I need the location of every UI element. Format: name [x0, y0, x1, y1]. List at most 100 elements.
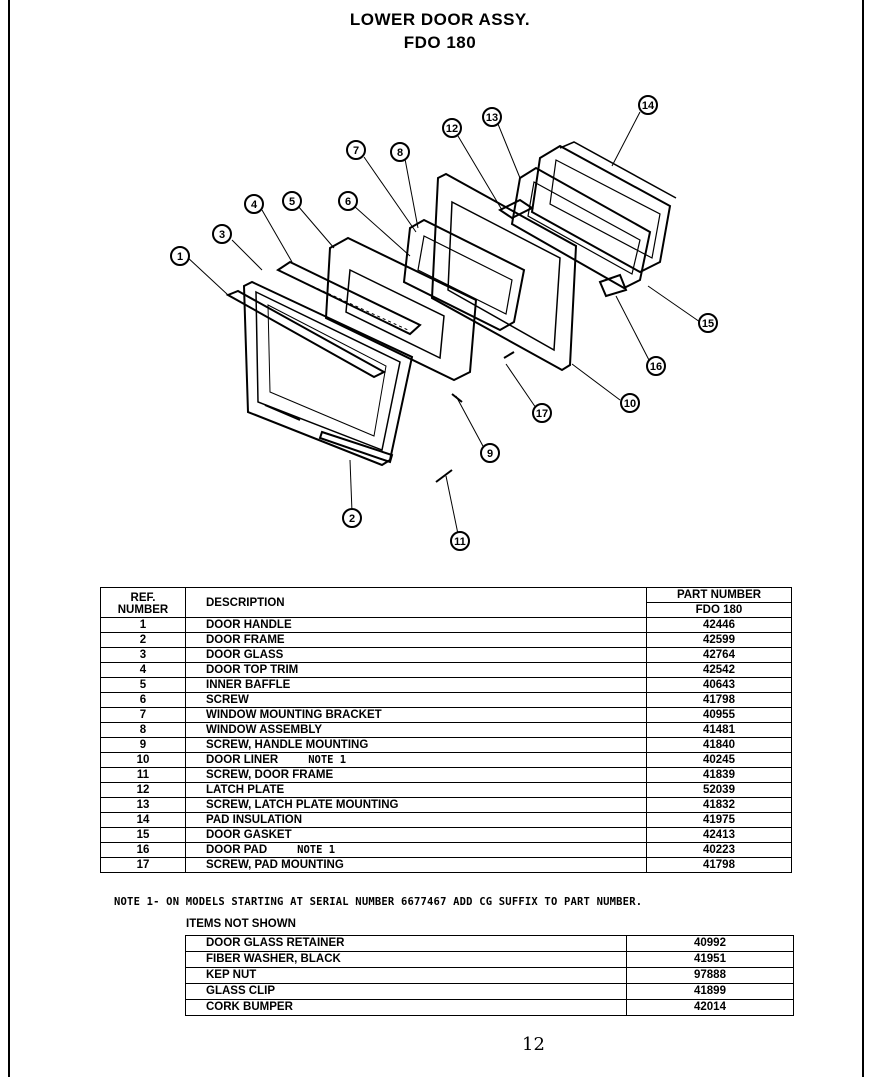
callout-6: 6 — [338, 191, 358, 211]
part-number-cell: 42599 — [646, 632, 792, 648]
description-text: PAD INSULATION — [206, 814, 303, 826]
row-note: NOTE 1 — [297, 844, 336, 856]
ref-cell: 9 — [100, 737, 186, 753]
description-text: DOOR HANDLE — [206, 619, 292, 631]
description-text: SCREW, PAD MOUNTING — [206, 859, 344, 871]
description-cell: INNER BAFFLE — [185, 677, 647, 693]
callout-label: 1 — [177, 251, 183, 263]
ref-number-header: REF. NUMBER — [100, 587, 186, 618]
number-header-label: NUMBER — [117, 603, 169, 616]
description-cell: DOOR GASKET — [185, 827, 647, 843]
part-number-cell: 41975 — [646, 812, 792, 828]
description-text: INNER BAFFLE — [206, 679, 291, 691]
part-number-cell: 42413 — [646, 827, 792, 843]
callout-13: 13 — [482, 107, 502, 127]
callout-label: 9 — [487, 448, 493, 460]
item-description-cell: CORK BUMPER — [185, 999, 627, 1016]
description-cell: SCREW — [185, 692, 647, 708]
callout-16: 16 — [646, 356, 666, 376]
item-part-number-cell: 40992 — [626, 935, 794, 952]
ref-cell: 17 — [100, 857, 186, 873]
callout-4: 4 — [244, 194, 264, 214]
description-text: SCREW — [206, 694, 249, 706]
serial-note: NOTE 1- ON MODELS STARTING AT SERIAL NUM… — [114, 896, 643, 908]
description-text: DOOR LINER — [206, 754, 279, 766]
table-row: 14 PAD INSULATION 41975 — [100, 812, 792, 828]
ref-cell: 6 — [100, 692, 186, 708]
item-description-cell: DOOR GLASS RETAINER — [185, 935, 627, 952]
ref-cell: 15 — [100, 827, 186, 843]
callout-11: 11 — [450, 531, 470, 551]
model-column-header: FDO 180 — [646, 602, 792, 618]
part-number-cell: 42446 — [646, 617, 792, 633]
ref-cell: 2 — [100, 632, 186, 648]
callout-label: 11 — [454, 536, 466, 548]
description-text: DOOR TOP TRIM — [206, 664, 299, 676]
part-number-cell: 41481 — [646, 722, 792, 738]
description-text: DOOR FRAME — [206, 634, 285, 646]
description-text: LATCH PLATE — [206, 784, 285, 796]
door-top-trim-shape — [275, 260, 422, 336]
part-number-cell: 40643 — [646, 677, 792, 693]
description-text: DOOR GASKET — [206, 829, 292, 841]
table-row: 15 DOOR GASKET 42413 — [100, 827, 792, 843]
model-title: FDO 180 — [403, 33, 477, 52]
callout-9: 9 — [480, 443, 500, 463]
ref-cell: 7 — [100, 707, 186, 723]
callout-15: 15 — [698, 313, 718, 333]
callout-label: 14 — [642, 100, 655, 112]
items-not-shown-heading: ITEMS NOT SHOWN — [186, 918, 296, 930]
description-cell: SCREW, LATCH PLATE MOUNTING — [185, 797, 647, 813]
page-title: LOWER DOOR ASSY. — [349, 10, 531, 29]
callout-3: 3 — [212, 224, 232, 244]
door-gasket-shape — [530, 144, 672, 274]
door-liner-shape — [430, 172, 578, 372]
parts-table-header-row-1: REF. NUMBER DESCRIPTION PART NUMBER — [100, 587, 792, 618]
item-description-cell: FIBER WASHER, BLACK — [185, 951, 627, 968]
description-text: WINDOW ASSEMBLY — [206, 724, 323, 736]
item-part-number-cell: 41951 — [626, 951, 794, 968]
callout-14: 14 — [638, 95, 658, 115]
item-part-number-cell: 42014 — [626, 999, 794, 1016]
callout-7: 7 — [346, 140, 366, 160]
description-cell: DOOR FRAME — [185, 632, 647, 648]
callout-label: 5 — [289, 196, 295, 208]
item-description-cell: GLASS CLIP — [185, 983, 627, 1000]
door-pad-shape — [510, 166, 652, 290]
window-assembly-shape — [402, 218, 526, 332]
right-border — [862, 0, 864, 1077]
description-cell: WINDOW ASSEMBLY — [185, 722, 647, 738]
ref-cell: 14 — [100, 812, 186, 828]
table-row: 4 DOOR TOP TRIM 42542 — [100, 662, 792, 678]
description-text: SCREW, HANDLE MOUNTING — [206, 739, 369, 751]
callout-12: 12 — [442, 118, 462, 138]
part-number-header: PART NUMBER — [646, 587, 792, 603]
row-note: NOTE 1 — [308, 754, 347, 766]
item-part-number-cell: 97888 — [626, 967, 794, 984]
part-number-cell: 42542 — [646, 662, 792, 678]
ref-header-label: REF. — [130, 591, 156, 604]
part-number-cell: 52039 — [646, 782, 792, 798]
ref-cell: 4 — [100, 662, 186, 678]
description-text: DOOR GLASS — [206, 649, 284, 661]
callout-2: 2 — [342, 508, 362, 528]
callout-label: 6 — [345, 196, 351, 208]
description-header: DESCRIPTION — [185, 587, 647, 618]
ref-cell: 10 — [100, 752, 186, 768]
part-number-cell: 40223 — [646, 842, 792, 858]
description-text: SCREW, LATCH PLATE MOUNTING — [206, 799, 399, 811]
